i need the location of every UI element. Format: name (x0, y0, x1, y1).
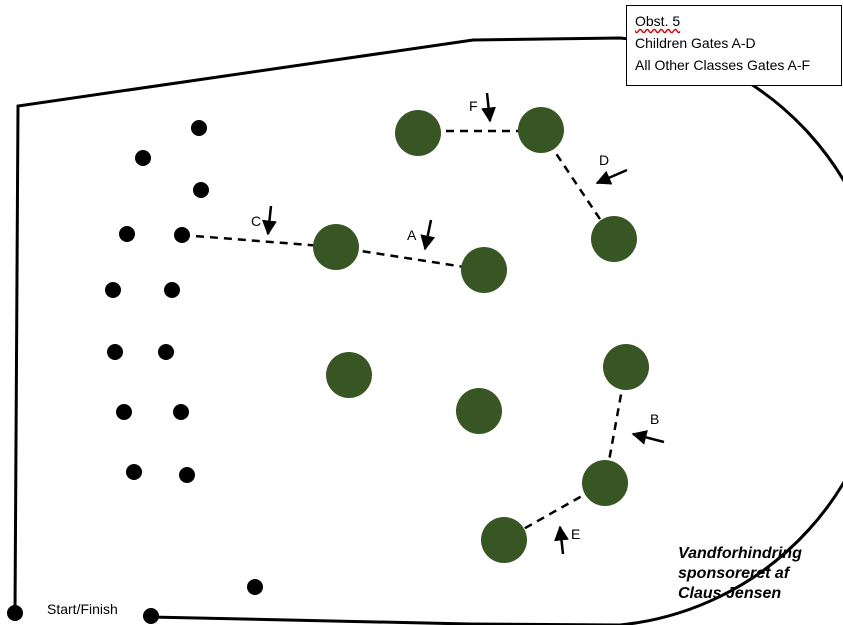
tree (456, 388, 502, 434)
gate-a-arrow (420, 219, 436, 251)
gate-b-arrow (631, 430, 665, 445)
marker-dot (105, 282, 121, 298)
marker-dot (174, 227, 190, 243)
tree (313, 224, 359, 270)
sponsor-line-2: sponsoreret af (678, 565, 790, 582)
gate-f-arrow (481, 92, 497, 123)
gate-label-b: B (650, 411, 659, 427)
marker-dot (164, 282, 180, 298)
sponsor-line-1: Vandforhindring (678, 545, 802, 562)
gate-label-d: D (599, 152, 609, 168)
tree (395, 110, 441, 156)
tree (603, 344, 649, 390)
marker-dot (179, 467, 195, 483)
gate-label-f: F (469, 98, 478, 114)
marker-dot (191, 120, 207, 136)
legend-title: Obst. 5 (635, 13, 681, 29)
tree (518, 107, 564, 153)
tree (481, 517, 527, 563)
marker-dot (107, 344, 123, 360)
marker-dot (173, 404, 189, 420)
gate-label-a: A (407, 227, 417, 243)
sponsor-line-3: Claus Jensen (678, 585, 782, 602)
marker-dot (119, 226, 135, 242)
gate-c-arrow (261, 205, 277, 236)
marker-dot (247, 579, 263, 595)
gate-e-arrow (554, 525, 569, 555)
gate-d-arrow (595, 168, 628, 185)
marker-dot (158, 344, 174, 360)
gate-label-e: E (571, 526, 580, 542)
sponsor-text: Vandforhindring sponsoreret af Claus Jen… (678, 544, 802, 604)
gate-c-line (181, 233, 336, 249)
finish-marker (143, 608, 159, 624)
marker-dot (135, 150, 151, 166)
marker-dot (126, 464, 142, 480)
start-marker (7, 605, 23, 621)
tree (326, 352, 372, 398)
legend-box: Obst. 5 Children Gates A-D All Other Cla… (626, 5, 842, 86)
start-finish-label: Start/Finish (47, 601, 118, 617)
tree (461, 247, 507, 293)
legend-line-children: Children Gates A-D (635, 35, 756, 51)
gate-a-line (334, 245, 485, 272)
legend-line-other-classes: All Other Classes Gates A-F (635, 57, 811, 73)
marker-dot (116, 404, 132, 420)
tree (582, 460, 628, 506)
tree (591, 216, 637, 262)
marker-dot (193, 182, 209, 198)
gate-label-c: C (251, 213, 261, 229)
